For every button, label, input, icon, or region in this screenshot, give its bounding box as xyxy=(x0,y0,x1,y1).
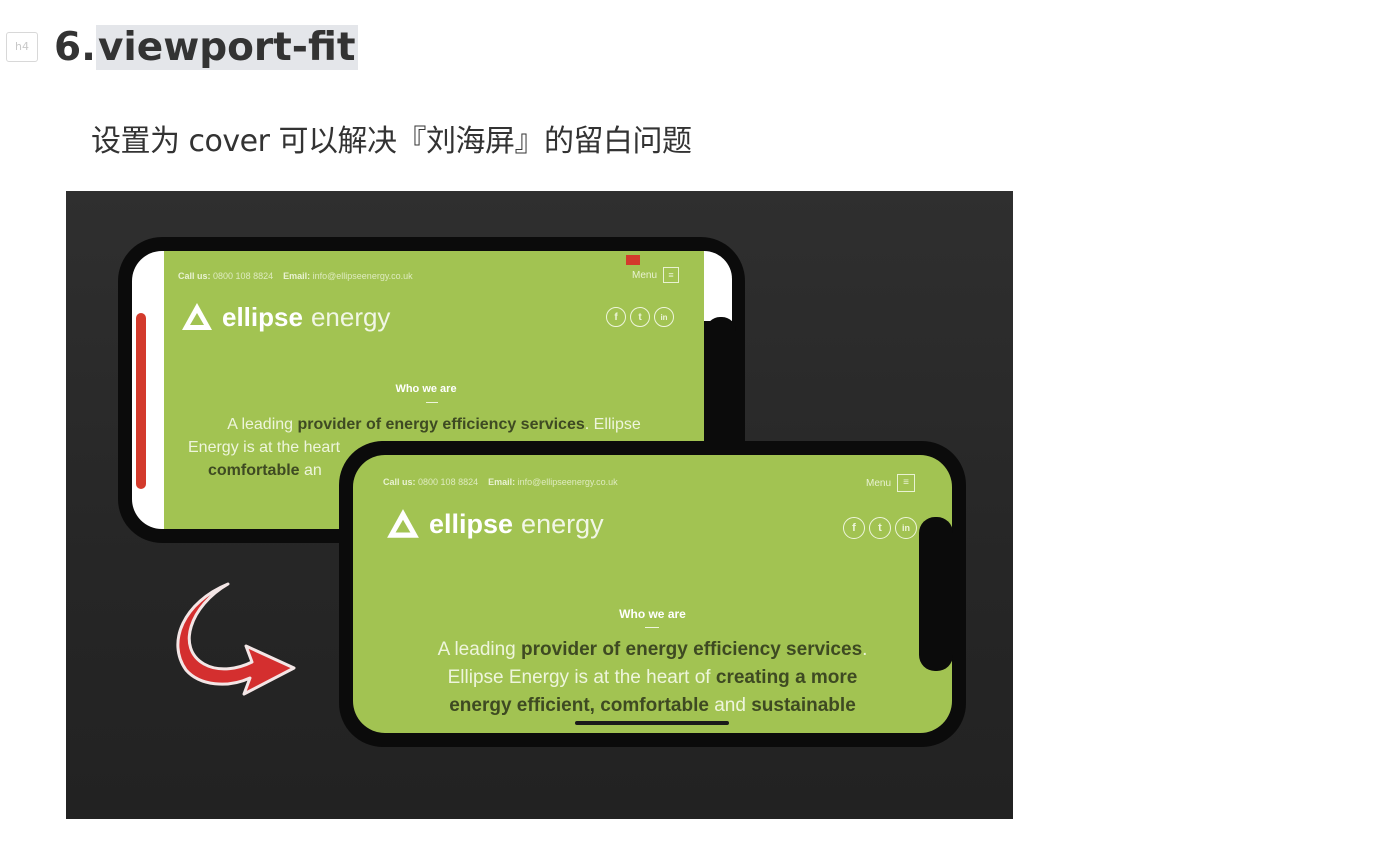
who-we-are-heading: Who we are xyxy=(395,383,457,395)
social-links: f t in xyxy=(606,307,674,327)
contact-bar: Call us: 0800 108 8824 Email: info@ellip… xyxy=(383,477,618,487)
contact-bar: Call us: 0800 108 8824 Email: info@ellip… xyxy=(178,271,413,281)
intro-text: A leading provider of energy efficiency … xyxy=(188,416,641,479)
heading-number: 6. xyxy=(54,24,96,70)
section-heading: 6.viewport-fit xyxy=(54,19,358,75)
facebook-icon[interactable]: f xyxy=(606,307,626,327)
social-links: f t in xyxy=(843,517,917,539)
viewport-fit-illustration: Call us: 0800 108 8824 Email: info@ellip… xyxy=(66,191,1013,819)
menu-button[interactable]: Menu≡ xyxy=(632,267,680,283)
home-indicator xyxy=(575,721,729,725)
heading-underline xyxy=(645,627,659,628)
who-we-are-heading: Who we are xyxy=(619,607,686,621)
phone-after-screen: Call us: 0800 108 8824 Email: info@ellip… xyxy=(353,455,952,733)
linkedin-icon[interactable]: in xyxy=(895,517,917,539)
phone-before: Call us: 0800 108 8824 Email: info@ellip… xyxy=(118,237,745,543)
hamburger-icon: ≡ xyxy=(663,267,680,283)
intro-text: A leading provider of energy efficiency … xyxy=(437,639,868,716)
heading-selected-text[interactable]: viewport-fit xyxy=(95,24,358,70)
triangle-logo-icon xyxy=(387,509,419,538)
triangle-logo-icon xyxy=(182,303,212,330)
curved-arrow-icon xyxy=(176,582,296,696)
white-safe-area-right xyxy=(704,251,732,321)
phone-before-screen: Call us: 0800 108 8824 Email: info@ellip… xyxy=(164,251,704,529)
notch xyxy=(919,517,953,671)
twitter-icon[interactable]: t xyxy=(869,517,891,539)
heading-level-marker: h4 xyxy=(6,32,38,62)
description-paragraph: 设置为 cover 可以解决『刘海屏』的留白问题 xyxy=(91,124,692,159)
linkedin-icon[interactable]: in xyxy=(654,307,674,327)
notch-highlight-bar xyxy=(136,313,146,489)
twitter-icon[interactable]: t xyxy=(630,307,650,327)
red-marker xyxy=(626,255,640,265)
facebook-icon[interactable]: f xyxy=(843,517,865,539)
hamburger-icon: ≡ xyxy=(897,474,916,492)
heading-underline xyxy=(426,402,438,403)
phone-after: Call us: 0800 108 8824 Email: info@ellip… xyxy=(339,441,966,747)
menu-button[interactable]: Menu≡ xyxy=(866,474,916,492)
